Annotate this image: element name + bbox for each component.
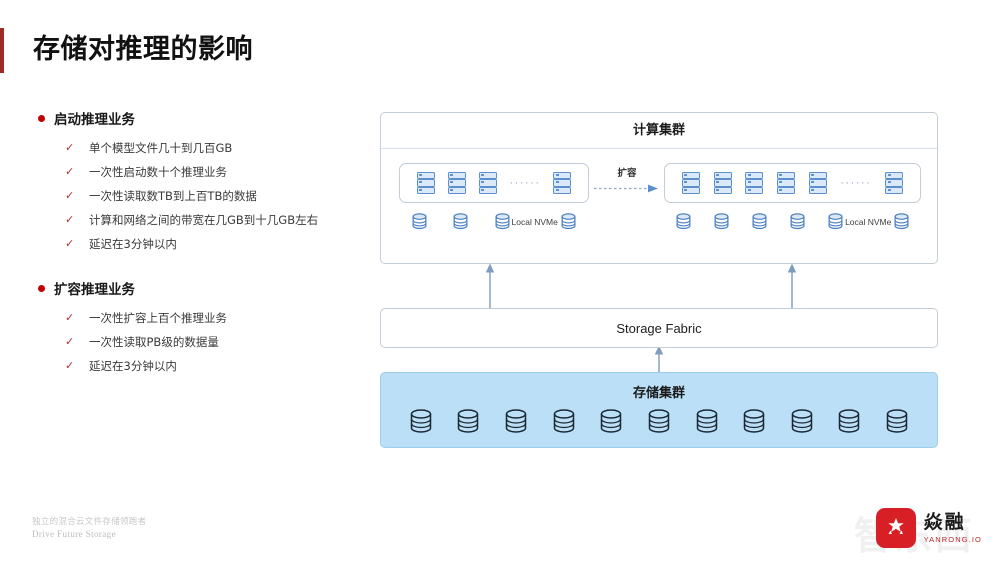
nvme-disk-icon — [714, 213, 729, 230]
scale-out-arrow-icon — [594, 184, 658, 193]
storage-disk-icon — [839, 409, 860, 433]
list-item: ✓ 一次性读取数TB到上百TB的数据 — [65, 189, 338, 203]
storage-disk-icon — [743, 409, 765, 433]
flame-star-icon — [887, 518, 904, 534]
storage-disk-icon — [886, 409, 908, 433]
section-heading-label: 启动推理业务 — [54, 112, 135, 128]
local-nvme-row-after: Local NVMe — [664, 213, 921, 231]
local-nvme-label: Local NVMe — [845, 217, 892, 227]
nvme-labeled-group: Local NVMe — [494, 213, 577, 231]
nvme-disk-icon — [412, 213, 427, 230]
list-item: ✓ 单个模型文件几十到几百GB — [65, 141, 338, 155]
check-icon: ✓ — [65, 238, 75, 250]
check-icon: ✓ — [65, 360, 75, 372]
check-icon: ✓ — [65, 166, 75, 178]
list-item-label: 一次性扩容上百个推理业务 — [89, 311, 227, 325]
bullet-dot-icon — [38, 284, 45, 292]
list-item-label: 一次性读取PB级的数据量 — [89, 335, 219, 349]
list-item: ✓ 一次性扩容上百个推理业务 — [65, 311, 338, 325]
check-icon: ✓ — [65, 142, 75, 154]
server-icon — [713, 172, 732, 194]
server-icon — [416, 172, 435, 194]
nvme-disk-icon — [894, 213, 909, 230]
section-heading-label: 扩容推理业务 — [54, 282, 135, 298]
nvme-disk-icon — [453, 213, 468, 230]
server-icon — [478, 172, 497, 194]
compute-cluster-body: ······ — [381, 149, 937, 265]
check-icon: ✓ — [65, 312, 75, 324]
server-icon — [885, 172, 904, 194]
nvme-disk-icon — [561, 213, 576, 230]
server-icon — [776, 172, 795, 194]
brand-text: 焱融 YANRONG.IO — [923, 510, 982, 544]
section-scale-out-inference: 扩容推理业务 ✓ 一次性扩容上百个推理业务 ✓ 一次性读取PB级的数据量 ✓ 延… — [38, 278, 338, 373]
compute-group-after: ······ — [664, 163, 921, 203]
footer-tagline-cn: 独立的混合云文件存储领跑者 — [32, 517, 147, 527]
storage-fabric-panel: Storage Fabric — [380, 308, 938, 348]
bullet-dot-icon — [38, 114, 45, 122]
local-nvme-label: Local NVMe — [511, 217, 558, 227]
list-item: ✓ 一次性读取PB级的数据量 — [65, 335, 338, 349]
brand-name-cn: 焱融 — [923, 510, 966, 533]
footer-tagline-en: Drive Future Storage — [32, 529, 116, 539]
list-item-label: 一次性启动数十个推理业务 — [89, 165, 227, 179]
server-row-after: ······ — [665, 164, 920, 202]
local-nvme-row-before: Local NVMe — [399, 213, 589, 231]
list-item: ✓ 延迟在3分钟以内 — [65, 237, 338, 251]
list-item-label: 单个模型文件几十到几百GB — [89, 141, 233, 155]
list-item-label: 延迟在3分钟以内 — [89, 237, 177, 251]
section-startup-inference: 启动推理业务 ✓ 单个模型文件几十到几百GB ✓ 一次性启动数十个推理业务 ✓ … — [38, 108, 338, 251]
storage-disk-icon — [648, 409, 670, 433]
list-item-label: 一次性读取数TB到上百TB的数据 — [89, 189, 257, 203]
storage-cluster-panel: 存储集群 — [380, 372, 938, 448]
compute-group-before: ······ — [399, 163, 589, 203]
nvme-disk-icon — [752, 213, 767, 230]
nvme-disk-icon — [495, 213, 510, 230]
server-icon — [681, 172, 700, 194]
check-icon: ✓ — [65, 190, 75, 202]
server-icon — [447, 172, 466, 194]
section-spacer — [38, 261, 338, 278]
storage-disk-icon — [458, 409, 479, 433]
storage-disk-icon — [601, 409, 622, 433]
server-icon — [745, 172, 764, 194]
storage-disk-icon — [410, 409, 432, 433]
nvme-disk-icon — [676, 213, 691, 230]
list-item: ✓ 一次性启动数十个推理业务 — [65, 165, 338, 179]
storage-disk-icon — [553, 409, 574, 433]
storage-disk-row — [381, 401, 937, 438]
check-icon: ✓ — [65, 336, 75, 348]
list-item: ✓ 延迟在3分钟以内 — [65, 359, 338, 373]
storage-disk-icon — [791, 409, 813, 433]
page-title: 存储对推理的影响 — [33, 34, 253, 65]
section-heading-row: 启动推理业务 — [38, 108, 338, 128]
brand-name-en: YANRONG.IO — [923, 534, 982, 544]
bullet-content-column: 启动推理业务 ✓ 单个模型文件几十到几百GB ✓ 一次性启动数十个推理业务 ✓ … — [38, 108, 338, 383]
title-accent-bar — [0, 28, 4, 73]
storage-disk-icon — [505, 409, 527, 433]
server-row-before: ······ — [400, 164, 588, 202]
compute-cluster-title: 计算集群 — [381, 113, 937, 149]
list-item-label: 计算和网络之间的带宽在几GB到十几GB左右 — [89, 213, 319, 227]
scale-out-label: 扩容 — [617, 168, 637, 179]
architecture-diagram: 计算集群 ······ — [380, 112, 940, 448]
list-item: ✓ 计算和网络之间的带宽在几GB到十几GB左右 — [65, 213, 338, 227]
yanrong-mark-icon — [875, 508, 916, 548]
check-icon: ✓ — [65, 214, 75, 226]
nvme-labeled-group: Local NVMe — [827, 213, 910, 231]
nvme-disk-icon — [828, 213, 843, 230]
server-icon — [808, 172, 827, 194]
brand-logo: 焱融 YANRONG.IO — [875, 508, 982, 548]
compute-cluster-panel: 计算集群 ······ — [380, 112, 938, 264]
footer-tagline: 独立的混合云文件存储领跑者 Drive Future Storage — [32, 515, 146, 539]
storage-fabric-label: Storage Fabric — [616, 320, 702, 336]
server-icon — [553, 172, 572, 194]
storage-cluster-title: 存储集群 — [632, 386, 685, 401]
section-heading-row: 扩容推理业务 — [38, 278, 338, 298]
list-item-label: 延迟在3分钟以内 — [89, 359, 177, 373]
nvme-disk-icon — [790, 213, 805, 230]
server-ellipsis: ······ — [509, 177, 541, 189]
storage-disk-icon — [696, 409, 717, 433]
server-ellipsis: ······ — [840, 177, 872, 189]
